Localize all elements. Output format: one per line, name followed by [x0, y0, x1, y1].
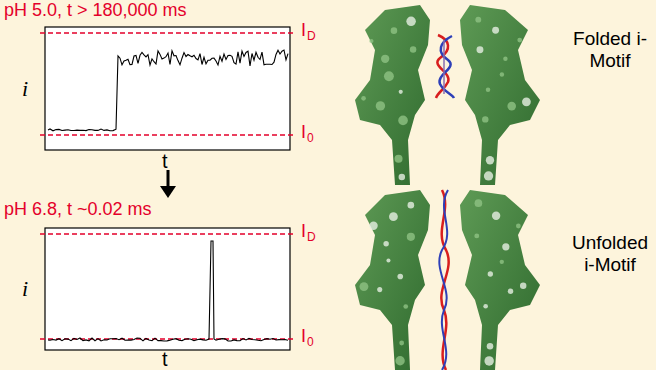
- condition-label: pH 6.8, t ~0.02 ms: [4, 199, 152, 220]
- trace-panel: [45, 27, 290, 150]
- current-level-label: I: [301, 326, 306, 347]
- axis-label: i: [22, 276, 28, 301]
- current-trace: [48, 50, 288, 131]
- current-level-label: I: [301, 20, 306, 41]
- protein-texture: [361, 96, 366, 101]
- protein-texture: [484, 171, 493, 180]
- state-label: Unfolded i-Motif: [568, 232, 652, 276]
- protein-texture: [482, 116, 488, 122]
- protein-texture: [391, 27, 398, 34]
- protein-texture: [399, 341, 404, 346]
- protein-texture: [398, 116, 408, 126]
- protein-texture: [403, 304, 408, 309]
- protein-texture: [500, 72, 504, 76]
- protein-texture: [508, 289, 513, 294]
- protein-texture: [507, 102, 516, 111]
- protein-texture: [483, 304, 488, 309]
- protein-texture: [474, 233, 479, 238]
- current-trace: [48, 241, 288, 341]
- protein-pore: [355, 190, 540, 370]
- protein-texture: [376, 101, 385, 110]
- current-level-label: I: [301, 122, 306, 143]
- protein-texture: [384, 71, 394, 81]
- protein-texture: [399, 90, 403, 94]
- protein-texture: [406, 17, 415, 26]
- protein-texture: [516, 224, 521, 229]
- protein-texture: [359, 282, 368, 291]
- protein-texture: [386, 258, 390, 262]
- axis-label: i: [22, 76, 28, 101]
- protein-texture: [520, 283, 526, 289]
- protein-texture: [476, 46, 483, 53]
- protein-texture: [475, 199, 483, 207]
- protein-texture: [389, 212, 398, 221]
- protein-texture: [397, 274, 403, 280]
- current-level-label: I: [301, 221, 306, 242]
- protein-texture: [407, 233, 415, 241]
- current-level-subscript: 0: [307, 132, 314, 146]
- arrow-head: [160, 186, 176, 198]
- protein-texture: [486, 87, 491, 92]
- arrow-shaft: [167, 170, 170, 188]
- protein-texture: [488, 271, 493, 276]
- state-label: Folded i-Motif: [568, 28, 652, 72]
- current-level-subscript: D: [307, 30, 316, 44]
- protein-texture: [503, 56, 507, 60]
- protein-texture: [381, 55, 389, 63]
- protein-texture: [395, 155, 403, 163]
- protein-texture: [395, 356, 404, 365]
- trace-panel: [45, 228, 290, 350]
- condition-label: pH 5.0, t > 180,000 ms: [4, 0, 187, 21]
- protein-texture: [369, 39, 373, 43]
- protein-texture: [484, 356, 493, 365]
- axis-label: t: [162, 150, 168, 173]
- protein-texture: [500, 260, 504, 264]
- protein-texture: [369, 222, 377, 230]
- protein-pore: [355, 5, 540, 185]
- protein-texture: [486, 156, 494, 164]
- current-level-subscript: D: [307, 231, 316, 245]
- protein-texture: [410, 46, 416, 52]
- protein-texture: [502, 243, 509, 250]
- protein-texture: [475, 17, 481, 23]
- protein-texture: [492, 212, 500, 220]
- protein-texture: [408, 202, 415, 209]
- protein-texture: [517, 38, 522, 43]
- axis-label: t: [162, 348, 168, 370]
- protein-texture: [377, 287, 382, 292]
- protein-texture: [383, 241, 388, 246]
- protein-texture: [487, 343, 494, 350]
- current-level-subscript: 0: [307, 336, 314, 350]
- reference-line: [40, 134, 296, 135]
- protein-texture: [522, 97, 531, 106]
- reference-line: [40, 233, 296, 234]
- protein-texture: [399, 174, 406, 181]
- protein-texture: [492, 27, 499, 34]
- reference-line: [40, 32, 296, 33]
